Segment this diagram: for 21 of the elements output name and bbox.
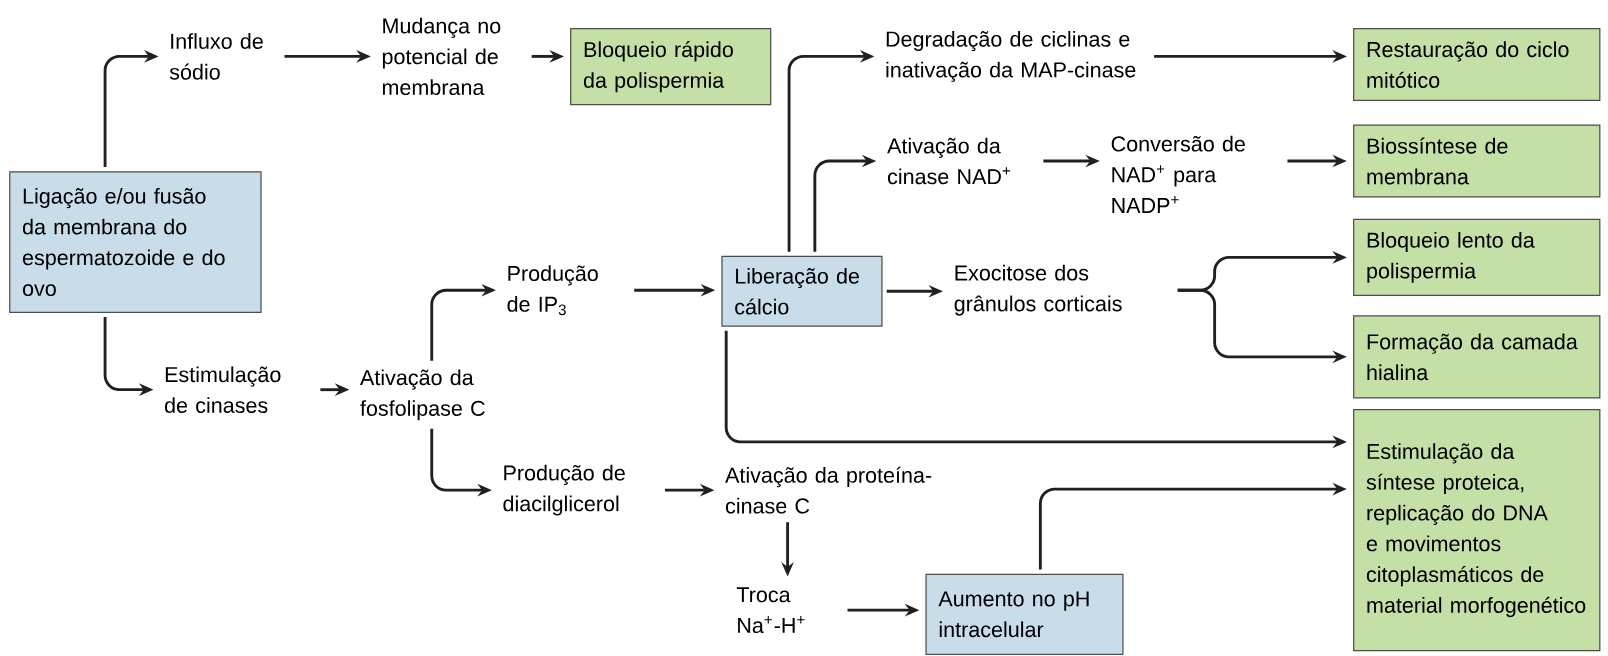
outcome-box: Biossíntese de membrana [1353,124,1601,198]
step-text: Degradação de ciclinas e inativação da MAP-cinase [886,30,1136,82]
step-text: Conversão de NAD$^{+}$ para NADP$^{+}$ [1111,135,1245,213]
outcome-box: Bloqueio rápido da polispermia [570,27,772,106]
step-text: Influxo de sódio [169,32,263,80]
step-text: Estimulação de cinases [165,366,281,413]
step-text: Ativação da cinase NAD$^{+}$ [887,137,1011,185]
step-text: Troca Na$^{+}$-H$^{+}$ [736,587,805,633]
step-text: Produção de IP$_{3}$ [507,265,598,315]
step-text: Mudança no potencial de membrana [382,17,501,95]
outcome-box: Formação da camada hialina [1353,315,1601,399]
step-text: Produção de diacilglicerol [503,464,625,516]
event-box: Liberação de cálcio [721,255,883,327]
event-box: Aumento no pH intracelular [925,573,1124,655]
outcome-box: Restauração do ciclo mitótico [1353,27,1601,101]
event-box: Ligação e/ou fusão da membrana do espermatozoide e do ovo [9,171,262,313]
step-text: Ativação da fosfolipase C [360,369,485,421]
step-text: Ativação da proteína-cinase C [725,466,932,514]
outcome-box: Bloqueio lento da polispermia [1353,218,1601,296]
outcome-box: Estimulação da síntese proteica, replicação do DNA e movimentos citoplasmáticos de material morfogenético [1353,408,1601,652]
step-text: Exocitose dos grânulos corticais [954,264,1122,316]
